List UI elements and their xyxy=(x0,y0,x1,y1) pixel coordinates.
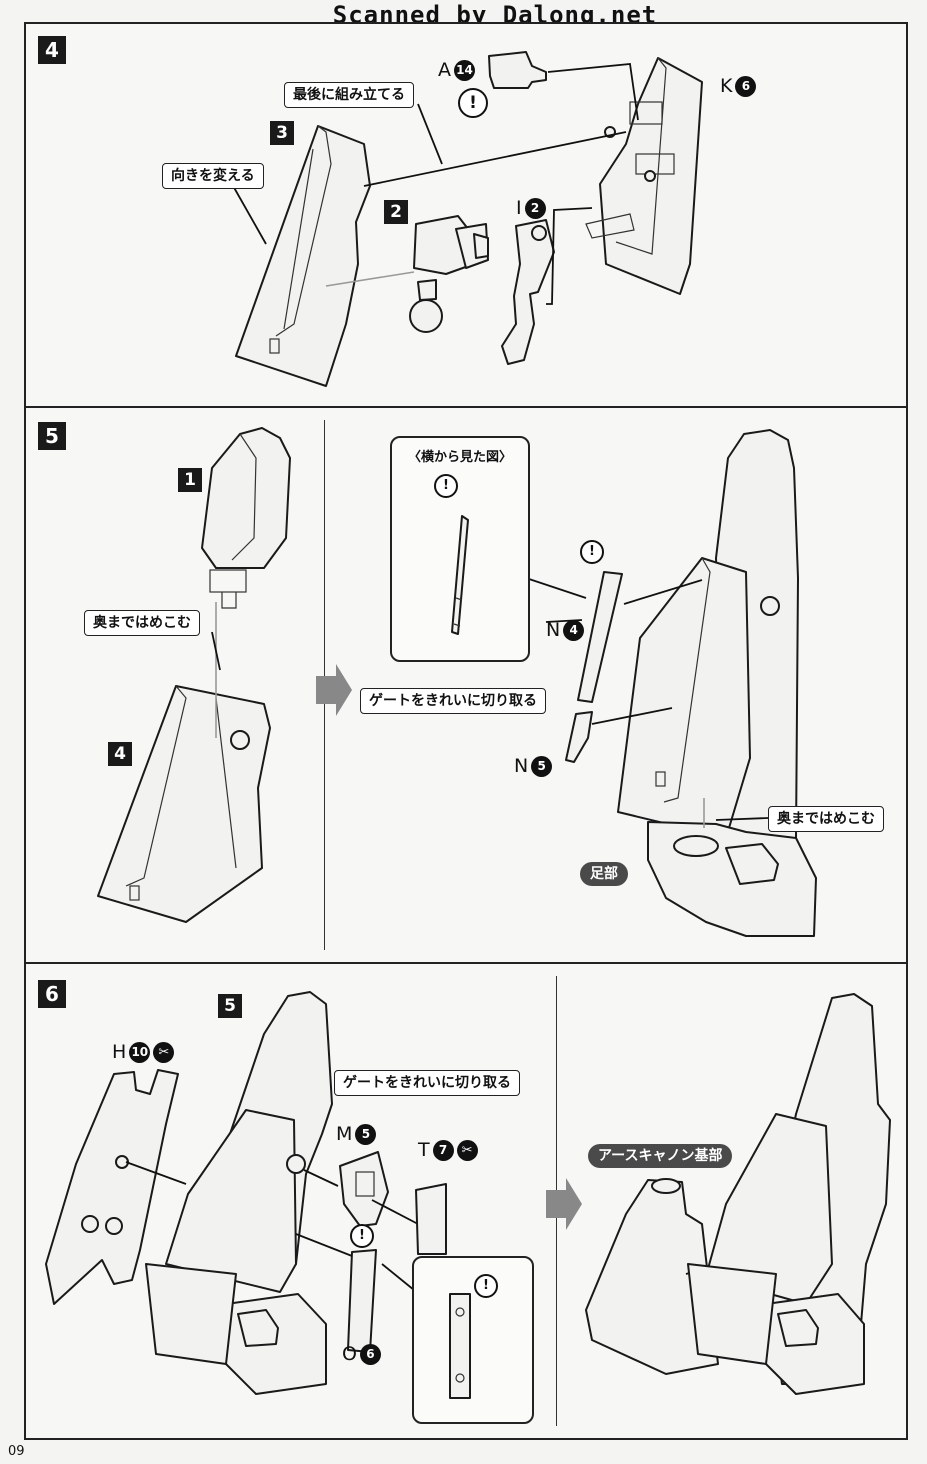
step-6-panel: 6 xyxy=(24,962,908,1440)
part-label-t7: T 7 ✂ xyxy=(418,1138,478,1162)
part-letter: N xyxy=(514,755,529,777)
part-number-badge: 10 xyxy=(129,1041,151,1063)
step-5-panel: 5 1 4 xyxy=(24,406,908,964)
warning-icon: ! xyxy=(580,540,604,564)
part-number-badge: 5 xyxy=(531,755,553,777)
step-4-panel: 4 最後に組み立てる 向きを変える 3 2 xyxy=(24,22,908,408)
flow-arrow-icon xyxy=(546,1178,582,1230)
subassembly-3-marker: 3 xyxy=(270,121,294,145)
part-label-a14: A 14 xyxy=(438,58,475,82)
page-number: 09 xyxy=(8,1444,25,1459)
part-number-badge: 7 xyxy=(432,1139,454,1161)
step-4-illustration xyxy=(231,51,703,387)
callout-change-direction: 向きを変える xyxy=(162,163,264,189)
subassembly-4-marker: 4 xyxy=(108,742,132,766)
step-number-6: 6 xyxy=(38,980,66,1008)
nipper-cut-icon: ✂ xyxy=(456,1139,478,1161)
part-number-badge: 6 xyxy=(735,75,757,97)
callout-trim-gate: ゲートをきれいに切り取る xyxy=(360,688,546,714)
part-label-n4: N 4 xyxy=(546,618,585,642)
warning-icon: ! xyxy=(474,1274,498,1298)
subassembly-5-marker: 5 xyxy=(218,994,242,1018)
subassembly-1-marker: 1 xyxy=(178,468,202,492)
subassembly-2-marker: 2 xyxy=(384,200,408,224)
part-label-h10: H 10 ✂ xyxy=(112,1040,175,1064)
warning-icon: ! xyxy=(458,88,488,118)
warning-icon: ! xyxy=(350,1224,374,1248)
detail-inset: ! xyxy=(412,1256,534,1424)
part-number-badge: 5 xyxy=(355,1123,377,1145)
side-view-inset: 〈横から見た図〉 ! xyxy=(390,436,530,662)
flow-arrow-icon xyxy=(316,664,352,716)
part-label-m5: M 5 xyxy=(336,1122,377,1146)
part-number-badge: 4 xyxy=(563,619,585,641)
badge-earth-cannon-base: アースキャノン基部 xyxy=(588,1144,733,1168)
part-number-badge: 2 xyxy=(524,197,546,219)
part-number-badge: 14 xyxy=(454,59,475,81)
step-6-illustration xyxy=(45,991,891,1395)
callout-push-all-the-way-right: 奥まではめこむ xyxy=(768,806,884,832)
warning-icon: ! xyxy=(434,474,458,498)
part-letter: M xyxy=(336,1123,353,1145)
part-letter: K xyxy=(720,75,733,97)
part-number-badge: 6 xyxy=(359,1343,381,1365)
part-label-n5: N 5 xyxy=(514,754,553,778)
badge-foot: 足部 xyxy=(580,862,628,886)
nipper-cut-icon: ✂ xyxy=(153,1041,175,1063)
part-letter: H xyxy=(112,1041,127,1063)
step-number-5: 5 xyxy=(38,422,66,450)
part-label-k6: K 6 xyxy=(720,74,757,98)
part-letter: O xyxy=(342,1343,357,1365)
part-label-o6: O 6 xyxy=(342,1342,381,1366)
step-number-4: 4 xyxy=(38,36,66,64)
inset-title: 〈横から見た図〉 xyxy=(408,450,513,465)
part-letter: T xyxy=(418,1139,430,1161)
callout-push-all-the-way-left: 奥まではめこむ xyxy=(84,610,200,636)
part-letter: I xyxy=(516,197,522,219)
step-5-illustration xyxy=(97,427,817,937)
callout-assemble-last: 最後に組み立てる xyxy=(284,82,414,108)
callout-trim-gate: ゲートをきれいに切り取る xyxy=(334,1070,520,1096)
part-label-i2: I 2 xyxy=(516,196,546,220)
part-letter: A xyxy=(438,59,451,81)
part-letter: N xyxy=(546,619,561,641)
